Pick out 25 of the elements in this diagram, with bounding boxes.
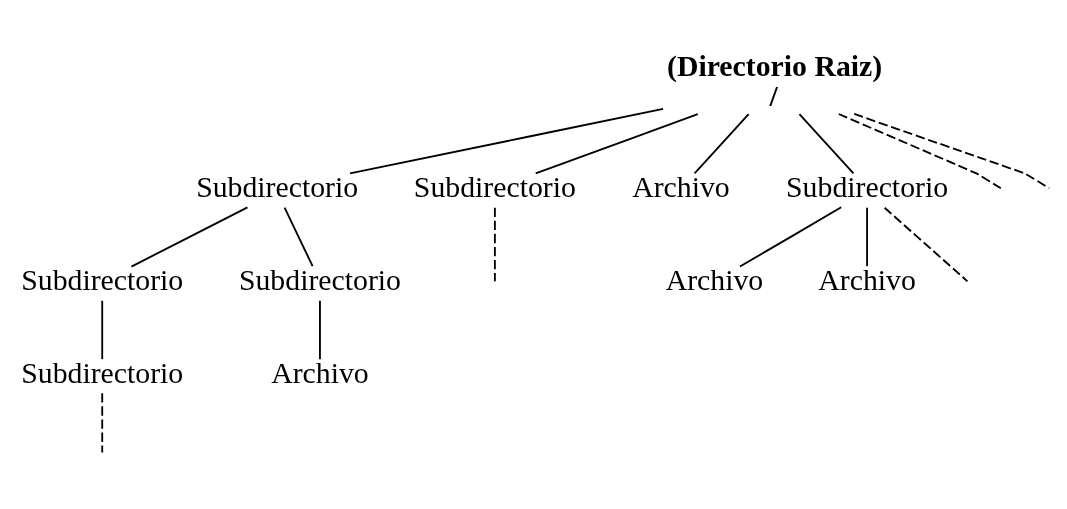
node-text: Subdirectorio: [196, 170, 359, 204]
node-text: Subdirectorio: [21, 356, 184, 390]
connector: [101, 392, 104, 454]
node-text: Subdirectorio: [786, 170, 949, 204]
node-text: Archivo: [271, 356, 369, 390]
node-text: Archivo: [665, 263, 764, 297]
connector: [493, 206, 496, 283]
connector: [798, 113, 855, 175]
node-text: Archivo: [632, 170, 730, 204]
connector: [693, 113, 750, 175]
node-text: Subdirectorio: [413, 170, 576, 204]
connector: [349, 108, 665, 175]
node-text: Subdirectorio: [238, 263, 401, 297]
connector: [837, 113, 1002, 190]
connector: [101, 299, 104, 361]
connector: [534, 113, 699, 175]
node-text: Archivo: [818, 263, 916, 297]
connector: [283, 206, 314, 267]
connector: [866, 206, 868, 267]
connector: [739, 206, 843, 268]
connector: [853, 113, 1051, 190]
connector: [319, 299, 321, 361]
connector: [130, 206, 249, 268]
node-text: Subdirectorio: [21, 263, 184, 297]
connector: [883, 206, 969, 283]
